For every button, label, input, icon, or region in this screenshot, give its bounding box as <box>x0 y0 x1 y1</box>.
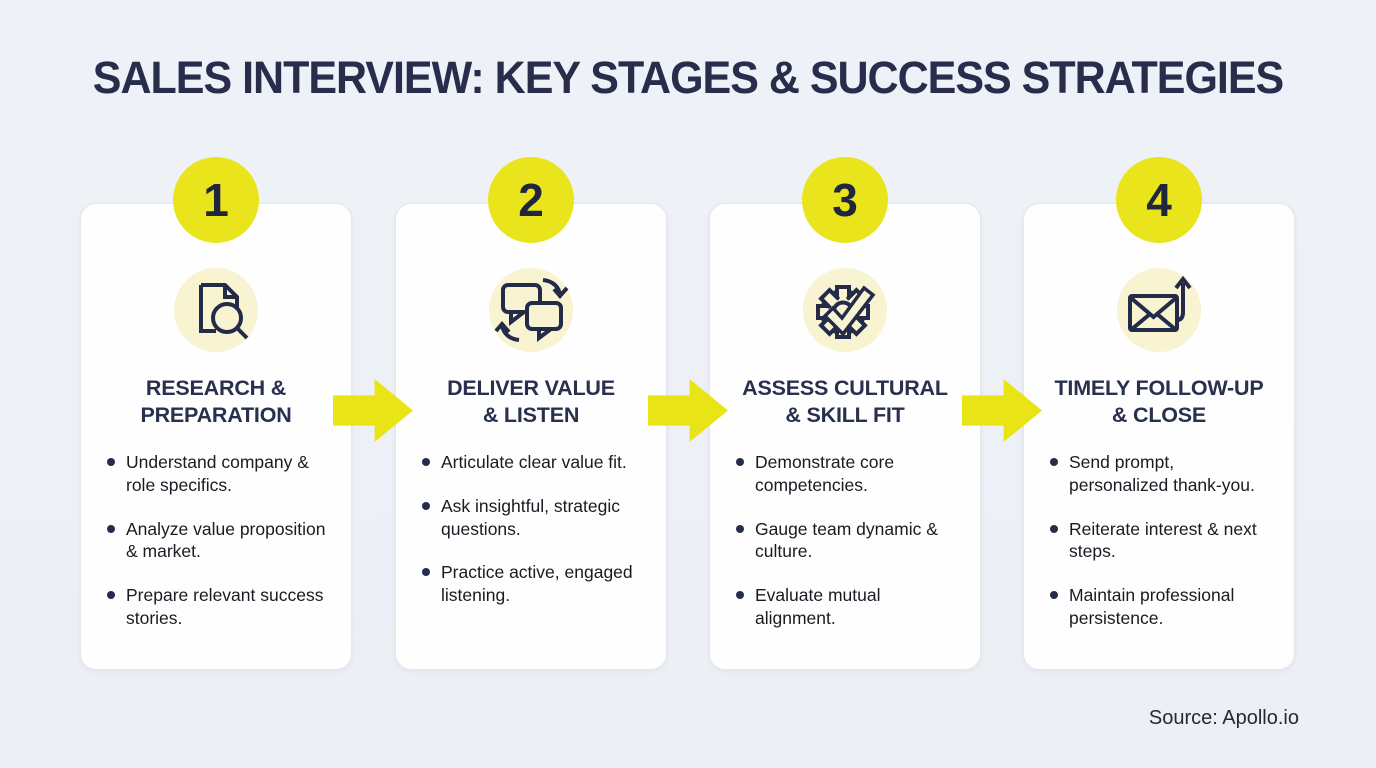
document-search-icon <box>199 283 249 340</box>
stage-title-line: & LISTEN <box>482 403 580 428</box>
bullet-dot-icon <box>422 458 430 467</box>
bullet-text: Prepare relevant success stories. <box>126 585 324 628</box>
bullet-text: Reiterate interest & next steps. <box>1069 518 1257 562</box>
bullet-item: Reiterate interest & next steps. <box>1050 518 1276 564</box>
bullet-text: Practice active, engaged listening. <box>441 562 633 606</box>
bullet-list: Articulate clear value fit. Ask insightf… <box>422 451 648 607</box>
stage-card-3: 3 ASSESS CULT <box>709 157 981 670</box>
stage-icon-wrap <box>1117 268 1201 352</box>
bullet-text: Gauge team dynamic & culture. <box>755 518 938 562</box>
bullet-item: Articulate clear value fit. <box>422 451 648 474</box>
stage-number: 2 <box>518 174 544 226</box>
bullet-list: Understand company & role specifics. Ana… <box>107 451 333 630</box>
bullet-text: Maintain professional persistence. <box>1069 585 1235 628</box>
stage-icon-wrap <box>803 268 887 352</box>
bullet-item: Maintain professional persistence. <box>1050 584 1276 630</box>
stage-number: 1 <box>203 174 229 226</box>
bullet-item: Demonstrate core competencies. <box>736 451 962 497</box>
bullet-text: Understand company & role specifics. <box>126 452 309 495</box>
bullet-dot-icon <box>1050 591 1058 600</box>
stage-number-badge: 1 <box>173 157 259 243</box>
stage-number: 4 <box>1146 174 1172 226</box>
gear-check-icon <box>816 285 876 339</box>
stage-card-4: 4 TIMELY FOLLOW-UP & CLOSE Send prompt <box>1023 157 1295 670</box>
stage-title: TIMELY FOLLOW-UP & CLOSE <box>1024 375 1294 429</box>
bullet-dot-icon <box>1050 458 1058 467</box>
chat-exchange-icon <box>494 278 569 342</box>
stage-number-badge: 3 <box>802 157 888 243</box>
stage-title: ASSESS CULTURAL & SKILL FIT <box>710 375 980 429</box>
bullet-text: Ask insightful, strategic questions. <box>441 495 620 539</box>
stage-title-line: TIMELY FOLLOW-UP <box>1054 376 1264 400</box>
bullet-item: Analyze value proposition & market. <box>107 518 333 564</box>
bullet-text: Analyze value proposition & market. <box>126 518 326 562</box>
stage-card-2: 2 DELIVER VALUE & LISTEN <box>395 157 667 670</box>
stage-icon-wrap <box>174 268 258 352</box>
bullet-dot-icon <box>422 568 430 577</box>
bullet-list: Demonstrate core competencies. Gauge tea… <box>736 451 962 630</box>
stage-title-line: DELIVER VALUE <box>447 376 615 400</box>
bullet-item: Evaluate mutual alignment. <box>736 584 962 630</box>
bullet-dot-icon <box>107 591 115 600</box>
stage-title: RESEARCH & PREPARATION <box>81 375 351 429</box>
stage-title-line: & CLOSE <box>1111 403 1207 428</box>
bullet-dot-icon <box>107 524 115 533</box>
mail-send-icon <box>1128 275 1192 332</box>
stage-title: DELIVER VALUE & LISTEN <box>396 375 666 429</box>
bullet-item: Gauge team dynamic & culture. <box>736 518 962 564</box>
bullet-dot-icon <box>736 524 744 533</box>
bullet-item: Practice active, engaged listening. <box>422 561 648 607</box>
bullet-dot-icon <box>1050 524 1058 533</box>
stage-title-line: PREPARATION <box>140 403 292 428</box>
page-title: SALES INTERVIEW: KEY STAGES & SUCCESS ST… <box>92 52 1284 104</box>
stage-title-line: ASSESS CULTURAL <box>742 376 948 400</box>
bullet-dot-icon <box>736 458 744 467</box>
bullet-dot-icon <box>107 458 115 467</box>
bullet-item: Ask insightful, strategic questions. <box>422 495 648 541</box>
bullet-item: Send prompt, personalized thank-you. <box>1050 451 1276 497</box>
source-attribution: Source: Apollo.io <box>1148 707 1299 729</box>
stage-number-badge: 4 <box>1116 157 1202 243</box>
stage-card-1: 1 RESEARCH & PREPARATION Understand comp… <box>80 157 352 670</box>
bullet-text: Evaluate mutual alignment. <box>755 585 881 628</box>
bullet-list: Send prompt, personalized thank-you. Rei… <box>1050 451 1276 630</box>
stage-icon-wrap <box>489 268 573 352</box>
bullet-dot-icon <box>736 591 744 600</box>
bullet-item: Prepare relevant success stories. <box>107 584 333 630</box>
bullet-text: Send prompt, personalized thank-you. <box>1069 452 1255 495</box>
stage-number-badge: 2 <box>488 157 574 243</box>
stage-title-line: & SKILL FIT <box>785 403 905 428</box>
bullet-dot-icon <box>422 501 430 510</box>
bullet-text: Articulate clear value fit. <box>441 452 627 473</box>
stage-number: 3 <box>832 174 858 226</box>
bullet-item: Understand company & role specifics. <box>107 451 333 497</box>
bullet-text: Demonstrate core competencies. <box>755 452 895 495</box>
stage-title-line: RESEARCH & <box>145 376 287 400</box>
